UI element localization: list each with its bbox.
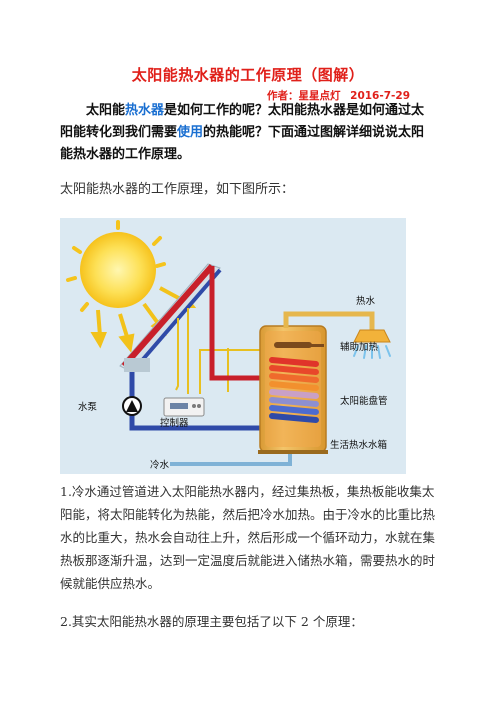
intro-text-c: 的热能呢？下面通过图解详细说说太阳能热水器的工作原理。 [60, 125, 425, 162]
label-tank: 生活热水水箱 [330, 439, 387, 451]
intro-paragraph: 太阳能热水器是如何工作的呢？太阳能热水器是如何通过太阳能转化到我们需要使用的热能… [60, 100, 436, 166]
solar-collector-panel [119, 263, 222, 374]
paragraph-2: 2.其实太阳能热水器的原理主要包括了以下 2 个原理： [60, 614, 363, 629]
hot-water-tank [258, 325, 328, 454]
figure-lead: 太阳能热水器的工作原理，如下图所示： [60, 182, 295, 197]
byline: 作者：星星点灯 2016-7-29 [261, 88, 410, 103]
paragraph-1: 1.冷水通过管道进入太阳能热水器内，经过集热板，集热板能收集太阳能，将太阳能转化… [60, 484, 436, 591]
document-title: 太阳能热水器的工作原理（图解） [131, 66, 365, 84]
intro-text-b: 是如何工作的呢？太阳能热水器是如何通过太阳能转化到我们需要 [60, 103, 425, 140]
label-cold-water: 冷水 [150, 459, 170, 471]
label-pump: 水泵 [78, 401, 98, 413]
pump-icon [122, 396, 142, 416]
solar-coil [269, 357, 319, 423]
cold-water-inlet-pipe [170, 454, 292, 466]
intro-text-a: 太阳能 [86, 103, 126, 118]
solar-heater-diagram: 热水 辅助加热 太阳能盘管 生活热水水箱 水泵 控制器 冷水 [60, 218, 406, 474]
label-solar-coil: 太阳能盘管 [340, 395, 388, 407]
shower-head-icon [353, 329, 391, 359]
controller-box [163, 397, 205, 417]
link-usage[interactable]: 使用 [177, 125, 204, 140]
link-water-heater[interactable]: 热水器 [125, 103, 165, 118]
label-aux-heat: 辅助加热 [340, 341, 379, 353]
label-hot-water: 热水 [356, 295, 376, 307]
hot-water-outlet-pipe [283, 311, 375, 330]
control-wires [175, 308, 260, 394]
diagram-svg: 热水 辅助加热 太阳能盘管 生活热水水箱 水泵 控制器 冷水 [60, 218, 406, 474]
label-controller: 控制器 [160, 417, 189, 429]
publish-date: 2016-7-29 [350, 90, 410, 102]
author: 作者：星星点灯 [266, 90, 341, 102]
